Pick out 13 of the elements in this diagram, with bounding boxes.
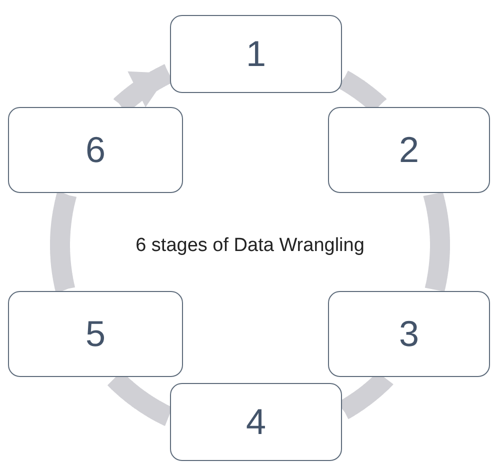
stage-box: [328, 107, 490, 193]
stage-box: [8, 107, 183, 193]
stage-number: 4: [246, 404, 266, 440]
stage-box: [328, 291, 490, 377]
stage-box: [170, 383, 342, 461]
stage-number: 2: [398, 132, 420, 168]
stage-box: [170, 15, 342, 93]
stage-number: 5: [85, 316, 106, 352]
stage-number: 3: [398, 316, 420, 352]
diagram-title: 6 stages of Data Wrangling: [136, 235, 364, 256]
stage-number: 6: [85, 132, 106, 168]
stage-number: 1: [246, 36, 266, 72]
stage-box: [8, 291, 183, 377]
